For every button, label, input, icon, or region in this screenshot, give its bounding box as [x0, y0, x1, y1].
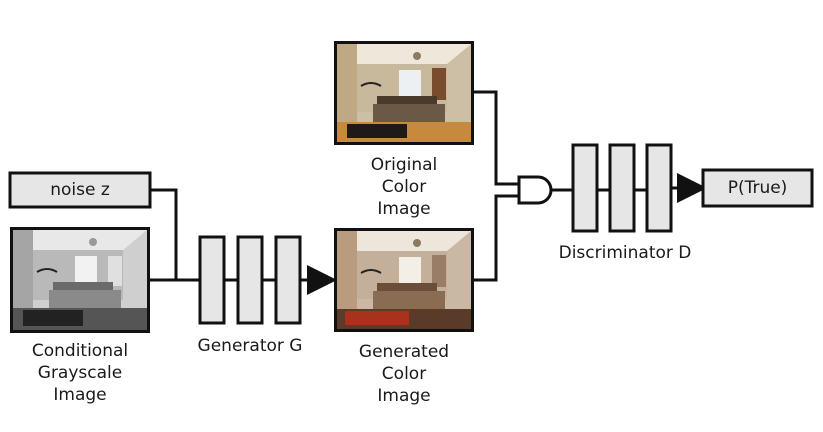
noise-label: noise z	[50, 180, 110, 200]
conditional-grayscale-image	[10, 227, 150, 333]
generated-caption-line-3: Image	[377, 386, 431, 406]
generated-caption-line-1: Generated	[358, 342, 450, 362]
original-connector	[474, 90, 519, 186]
output-label: P(True)	[727, 178, 788, 198]
merge-gate-icon	[517, 175, 553, 205]
generator-layer-2	[236, 235, 264, 325]
room-generated-picture	[337, 231, 471, 329]
original-color-image	[334, 41, 474, 145]
discriminator-layer-1	[571, 143, 599, 233]
original-caption-line-3: Image	[377, 199, 431, 219]
original-caption-line-1: Original	[370, 155, 438, 175]
conditional-caption-line-2: Grayscale	[37, 363, 123, 383]
discriminator-label: Discriminator D	[558, 243, 692, 263]
noise-box	[8, 171, 152, 209]
generated-caption-line-2: Color	[381, 364, 427, 384]
original-image-caption: Original Color Image	[324, 154, 484, 220]
conditional-image-caption: Conditional Grayscale Image	[0, 340, 160, 406]
generated-image-caption: Generated Color Image	[324, 341, 484, 407]
generator-layer-3	[274, 235, 302, 325]
generator-layer-1	[198, 235, 226, 325]
conditional-caption-line-3: Image	[53, 385, 107, 405]
room-grayscale-picture	[13, 230, 147, 330]
room-original-picture	[337, 44, 471, 142]
output-box	[701, 168, 814, 208]
discriminator-layer-2	[608, 143, 636, 233]
generated-connector	[474, 194, 519, 282]
original-caption-line-2: Color	[381, 177, 427, 197]
noise-connector	[150, 188, 178, 280]
discriminator-layer-3	[645, 143, 673, 233]
conditional-caption-line-1: Conditional	[31, 341, 129, 361]
generator-label: Generator G	[197, 336, 303, 356]
generated-color-image	[334, 228, 474, 332]
